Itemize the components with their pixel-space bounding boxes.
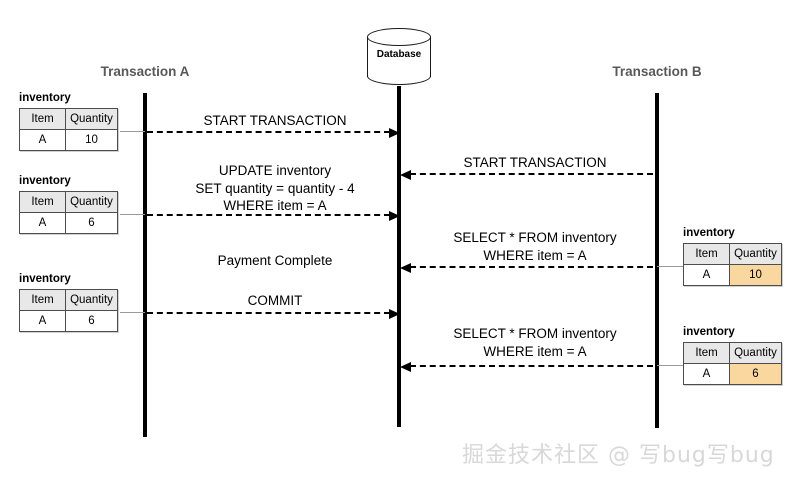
participant-label-transaction-b: Transaction B bbox=[612, 64, 702, 79]
message-label-select-inventory-1: SELECT * FROM inventory WHERE item = A bbox=[453, 230, 617, 263]
column-header-item: Item bbox=[19, 108, 66, 130]
inventory-table: Item Quantity A 6 bbox=[683, 342, 782, 385]
message-label-start-transaction-a: START TRANSACTION bbox=[203, 113, 347, 128]
table-header-row: Item Quantity bbox=[19, 191, 118, 213]
message-label-start-transaction-b: START TRANSACTION bbox=[463, 155, 607, 170]
participant-label-transaction-a: Transaction A bbox=[100, 64, 190, 79]
inventory-table: Item Quantity A 10 bbox=[19, 108, 118, 151]
column-header-quantity: Quantity bbox=[65, 289, 118, 311]
arrowhead-right-icon bbox=[389, 308, 400, 319]
note-inventory-a2: inventory Item Quantity A 6 bbox=[19, 175, 118, 234]
cell-item: A bbox=[19, 310, 66, 332]
column-header-quantity: Quantity bbox=[729, 243, 782, 265]
arrowhead-right-icon bbox=[389, 127, 400, 138]
message-arrow-commit bbox=[147, 308, 400, 319]
note-connector-a3 bbox=[112, 309, 145, 317]
column-header-quantity: Quantity bbox=[65, 191, 118, 213]
database-label: Database bbox=[376, 49, 422, 60]
message-label-select-inventory-2: SELECT * FROM inventory WHERE item = A bbox=[453, 326, 617, 359]
table-row: A 6 bbox=[19, 310, 118, 332]
message-arrow-start-transaction-a bbox=[147, 127, 400, 138]
cell-item: A bbox=[683, 363, 730, 385]
table-header-row: Item Quantity bbox=[19, 108, 118, 130]
table-header-row: Item Quantity bbox=[683, 243, 782, 265]
cell-quantity: 10 bbox=[65, 129, 118, 151]
column-header-item: Item bbox=[683, 342, 730, 364]
note-title: inventory bbox=[683, 227, 735, 239]
cell-quantity-highlighted: 6 bbox=[729, 363, 782, 385]
note-title: inventory bbox=[19, 92, 71, 104]
cell-item: A bbox=[683, 264, 730, 286]
note-inventory-b1: inventory Item Quantity A 10 bbox=[683, 227, 782, 286]
lifeline-database bbox=[397, 86, 401, 427]
cell-item: A bbox=[19, 212, 66, 234]
column-header-quantity: Quantity bbox=[65, 108, 118, 130]
column-header-item: Item bbox=[683, 243, 730, 265]
arrowhead-left-icon bbox=[400, 169, 411, 180]
inventory-table: Item Quantity A 10 bbox=[683, 243, 782, 286]
arrowhead-left-icon bbox=[400, 361, 411, 372]
note-inventory-b2: inventory Item Quantity A 6 bbox=[683, 326, 782, 385]
message-label-commit: COMMIT bbox=[247, 293, 303, 308]
inventory-table: Item Quantity A 6 bbox=[19, 289, 118, 332]
inventory-table: Item Quantity A 6 bbox=[19, 191, 118, 234]
lifeline-transaction-b bbox=[655, 93, 659, 428]
table-row: A 6 bbox=[19, 212, 118, 234]
note-connector-b1 bbox=[657, 263, 691, 271]
note-inventory-a3: inventory Item Quantity A 6 bbox=[19, 273, 118, 332]
lifeline-transaction-a bbox=[143, 93, 147, 437]
database-node: Database bbox=[367, 28, 433, 86]
note-title: inventory bbox=[19, 273, 71, 285]
cell-quantity: 6 bbox=[65, 310, 118, 332]
note-inventory-a1: inventory Item Quantity A 10 bbox=[19, 92, 118, 151]
cell-quantity-highlighted: 10 bbox=[729, 264, 782, 286]
message-arrow-select-inventory-1 bbox=[400, 262, 653, 273]
note-connector-b2 bbox=[657, 362, 691, 370]
database-cylinder-top bbox=[367, 28, 431, 46]
column-header-quantity: Quantity bbox=[729, 342, 782, 364]
message-arrow-update-inventory bbox=[147, 210, 400, 221]
watermark-text: 掘金技术社区 @ 写bug写bug bbox=[462, 443, 775, 468]
message-arrow-select-inventory-2 bbox=[400, 361, 653, 372]
table-row: A 6 bbox=[683, 363, 782, 385]
message-label-update-inventory: UPDATE inventory SET quantity = quantity… bbox=[195, 163, 355, 213]
table-row: A 10 bbox=[19, 129, 118, 151]
table-header-row: Item Quantity bbox=[683, 342, 782, 364]
arrowhead-left-icon bbox=[400, 262, 411, 273]
table-row: A 10 bbox=[683, 264, 782, 286]
note-title: inventory bbox=[683, 326, 735, 338]
note-title: inventory bbox=[19, 175, 71, 187]
arrowhead-right-icon bbox=[389, 210, 400, 221]
message-arrow-start-transaction-b bbox=[400, 169, 653, 180]
cell-quantity: 6 bbox=[65, 212, 118, 234]
message-label-payment-complete: Payment Complete bbox=[217, 253, 333, 268]
note-connector-a2 bbox=[112, 211, 145, 219]
cell-item: A bbox=[19, 129, 66, 151]
column-header-item: Item bbox=[19, 191, 66, 213]
column-header-item: Item bbox=[19, 289, 66, 311]
table-header-row: Item Quantity bbox=[19, 289, 118, 311]
note-connector-a1 bbox=[112, 128, 145, 136]
